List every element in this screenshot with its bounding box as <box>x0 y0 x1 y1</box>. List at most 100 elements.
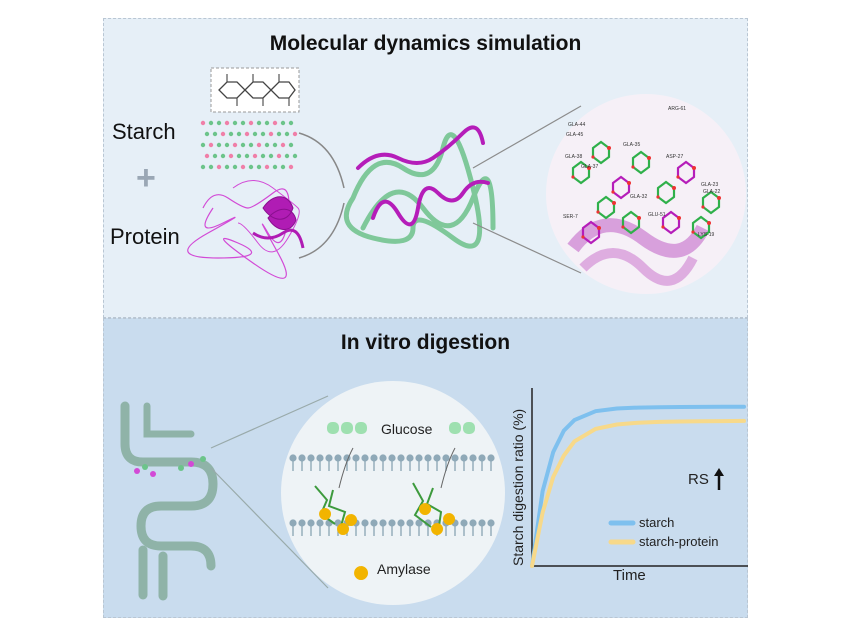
residue-label: GLA-32 <box>630 194 647 200</box>
md-panel-title: Molecular dynamics simulation <box>269 32 582 55</box>
starch-lattice-atom <box>248 120 254 126</box>
glucose-molecule <box>341 422 353 434</box>
starch-lattice-atom <box>224 142 230 148</box>
starch-lattice-atom <box>204 153 210 159</box>
starch-lattice-atom <box>232 164 238 170</box>
molecule-fragment <box>701 190 721 215</box>
starch-protein-complex <box>343 125 496 249</box>
intestine-zoom-cone <box>210 395 329 589</box>
starch-lattice-atom <box>244 153 250 159</box>
starch-lattice-atom <box>236 131 242 137</box>
increase-arrow-icon <box>714 468 724 490</box>
amylase-enzyme <box>443 513 456 525</box>
starch-lattice-atom <box>232 142 238 148</box>
starch-lattice-atom <box>292 153 298 159</box>
merge-arrows <box>298 132 345 259</box>
amylase-enzyme <box>345 514 358 526</box>
molecule-fragment <box>596 195 616 220</box>
series-line-starch <box>530 404 746 568</box>
membrane-layer <box>289 454 495 471</box>
digestion-panel-title: In vitro digestion <box>340 331 511 354</box>
starch-lattice-atom <box>240 164 246 170</box>
starch-lattice <box>200 120 298 170</box>
starch-lattice-atom <box>276 153 282 159</box>
starch-lattice-atom <box>264 120 270 126</box>
starch-lattice-atom <box>200 142 206 148</box>
starch-lattice-atom <box>236 153 242 159</box>
glucose-molecule <box>327 422 339 434</box>
starch-lattice-atom <box>228 153 234 159</box>
starch-lattice-atom <box>208 142 214 148</box>
starch-lattice-atom <box>208 164 214 170</box>
legend-label: starch <box>639 515 674 530</box>
starch-lattice-atom <box>272 164 278 170</box>
starch-lattice-atom <box>260 153 266 159</box>
starch-structure-formula <box>210 67 300 113</box>
starch-lattice-atom <box>280 120 286 126</box>
residue-label: SER-7 <box>563 214 578 220</box>
starch-lattice-atom <box>220 153 226 159</box>
starch-lattice-atom <box>292 131 298 137</box>
starch-lattice-atom <box>208 120 214 126</box>
molecule-fragment <box>676 160 696 185</box>
starch-lattice-atom <box>240 120 246 126</box>
rs-annotation: RS <box>688 471 709 488</box>
residue-label: GLA-38 <box>565 154 582 160</box>
glucose-label: Glucose <box>381 421 433 437</box>
starch-lattice-atom <box>260 131 266 137</box>
starch-lattice-atom <box>256 120 262 126</box>
starch-lattice-atom <box>220 131 226 137</box>
starch-lattice-atom <box>256 164 262 170</box>
residue-label: GLA-45 <box>566 132 583 138</box>
amylase-label: Amylase <box>377 561 431 577</box>
series-line-starch-protein <box>530 418 746 568</box>
starch-lattice-atom <box>268 153 274 159</box>
amylase-enzyme <box>431 523 444 535</box>
starch-lattice-atom <box>248 142 254 148</box>
plus-sign: + <box>136 159 156 197</box>
glucose-molecule <box>355 422 367 434</box>
starch-lattice-atom <box>244 131 250 137</box>
starch-lattice-atom <box>216 120 222 126</box>
starch-lattice-atom <box>256 142 262 148</box>
digestion-illustration: Glucose Amylase Starch digestion ratio (… <box>120 381 748 605</box>
starch-lattice-atom <box>284 153 290 159</box>
x-axis-label: Time <box>613 567 646 584</box>
starch-lattice-atom <box>252 153 258 159</box>
protein-structure <box>187 180 305 279</box>
starch-lattice-atom <box>272 142 278 148</box>
starch-lattice-atom <box>276 131 282 137</box>
starch-label: Starch <box>112 119 176 144</box>
molecule-fragment <box>656 180 676 205</box>
starch-lattice-atom <box>228 131 234 137</box>
starch-lattice-atom <box>248 164 254 170</box>
starch-lattice-atom <box>264 142 270 148</box>
starch-lattice-atom <box>212 131 218 137</box>
starch-lattice-atom <box>224 164 230 170</box>
residue-label: LYS-19 <box>698 232 715 238</box>
starch-lattice-atom <box>284 131 290 137</box>
residue-label: ASP-27 <box>666 154 683 160</box>
residue-label: ARG-61 <box>668 106 686 112</box>
starch-lattice-atom <box>288 164 294 170</box>
molecule-fragment <box>611 175 631 200</box>
starch-lattice-atom <box>272 120 278 126</box>
molecule-fragment <box>571 160 591 185</box>
molecule-fragment <box>591 140 611 165</box>
starch-lattice-atom <box>216 164 222 170</box>
starch-lattice-atom <box>264 164 270 170</box>
residue-label: GLU-51 <box>648 212 666 218</box>
digestion-chart: Starch digestion ratio (%) Time RS starc… <box>510 388 748 584</box>
starch-lattice-atom <box>268 131 274 137</box>
glucose-molecule <box>463 422 475 434</box>
intestine-icon <box>120 401 218 601</box>
starch-lattice-atom <box>200 120 206 126</box>
residue-label: GLA-44 <box>568 122 585 128</box>
residue-label: GLA-22 <box>703 189 720 195</box>
membrane-layer <box>289 519 495 536</box>
residue-label: GLA-35 <box>623 142 640 148</box>
starch-lattice-atom <box>280 164 286 170</box>
starch-lattice-atom <box>200 164 206 170</box>
protein-label: Protein <box>110 224 180 249</box>
